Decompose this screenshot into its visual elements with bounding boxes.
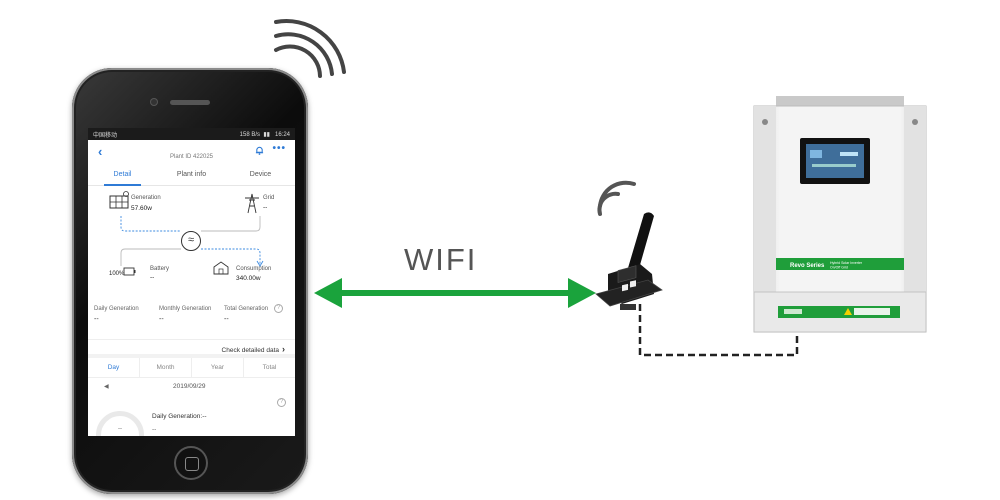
hybrid-solar-inverter: Revo Series Hybrid Solar Inverter On/Off… (750, 96, 930, 336)
generation-label: Generation (131, 195, 161, 201)
clock: 16:24 (275, 132, 290, 138)
app-header: ‹ Plant ID 422025 ••• (88, 140, 295, 166)
period-day[interactable]: Day (88, 358, 140, 377)
consumption-label: Consumption (236, 266, 271, 272)
check-detailed-link[interactable]: Check detailed data› (88, 340, 295, 358)
bidirectional-arrow-icon (312, 272, 598, 314)
grid-value: -- (263, 204, 267, 211)
phone-wifi-signal-icon (268, 14, 348, 80)
stat-label: Daily Generation (94, 306, 159, 313)
front-camera (150, 98, 158, 106)
tab-plant-info[interactable]: Plant info (157, 166, 226, 185)
phone-screen: 中国移动 158 B/s ▮▮ 16:24 ‹ Plant ID 422025 … (88, 128, 295, 436)
battery-value: -- (150, 274, 154, 281)
tab-detail[interactable]: Detail (88, 166, 157, 185)
generation-value: 57.60w (131, 205, 152, 212)
period-month[interactable]: Month (140, 358, 192, 377)
period-total[interactable]: Total (244, 358, 295, 377)
consumption-value: 340.00w (236, 275, 261, 282)
period-year[interactable]: Year (192, 358, 244, 377)
date-row: ◀ 2019/09/29 (88, 378, 295, 398)
battery-percent: 100% (109, 271, 124, 277)
grid-label: Grid (263, 195, 274, 201)
stat-value: -- (224, 316, 289, 323)
solar-panel-icon (110, 192, 129, 209)
help-icon[interactable]: ? (277, 398, 286, 407)
stat-monthly: Monthly Generation -- (159, 306, 224, 339)
inverter-subtitle: Hybrid Solar Inverter (830, 261, 863, 265)
daily-generation-sub: -- (152, 426, 156, 433)
selected-date[interactable]: 2019/09/29 (173, 383, 206, 390)
network-speed: 158 B/s (240, 132, 260, 138)
period-selector: Day Month Year Total (88, 358, 295, 378)
inverter-hub-icon: ≈ (181, 231, 201, 251)
stat-label: Monthly Generation (159, 306, 224, 313)
tab-bar: Detail Plant info Device (88, 166, 295, 186)
series-label: Revo Series (790, 263, 825, 269)
generation-stats: Daily Generation -- Monthly Generation -… (88, 296, 295, 340)
help-icon[interactable]: ? (274, 304, 283, 313)
bell-icon[interactable] (255, 146, 264, 155)
power-tower-icon (245, 194, 259, 213)
more-options-icon[interactable]: ••• (272, 143, 286, 154)
stat-daily: Daily Generation -- (94, 306, 159, 339)
daily-gauge (96, 411, 144, 436)
stat-value: -- (94, 316, 159, 323)
battery-label: Battery (150, 266, 169, 272)
stat-value: -- (159, 316, 224, 323)
previous-date-icon[interactable]: ◀ (104, 383, 109, 390)
tab-device[interactable]: Device (226, 166, 295, 185)
home-icon (214, 262, 228, 274)
earpiece (170, 100, 210, 105)
carrier-label: 中国移动 (93, 130, 117, 139)
energy-flow-diagram: ≈ Generation 57.60w Grid -- 100% Battery… (88, 186, 295, 296)
daily-generation-text: Daily Generation:-- (152, 413, 207, 420)
check-detailed-label: Check detailed data (222, 347, 279, 354)
chevron-right-icon: › (282, 344, 285, 354)
home-button[interactable] (174, 446, 208, 480)
inverter-subtitle-2: On/Off Grid (830, 266, 848, 270)
status-bar: 中国移动 158 B/s ▮▮ 16:24 (88, 128, 295, 140)
battery-icon (124, 268, 136, 275)
gauge-value: -- (118, 426, 122, 432)
